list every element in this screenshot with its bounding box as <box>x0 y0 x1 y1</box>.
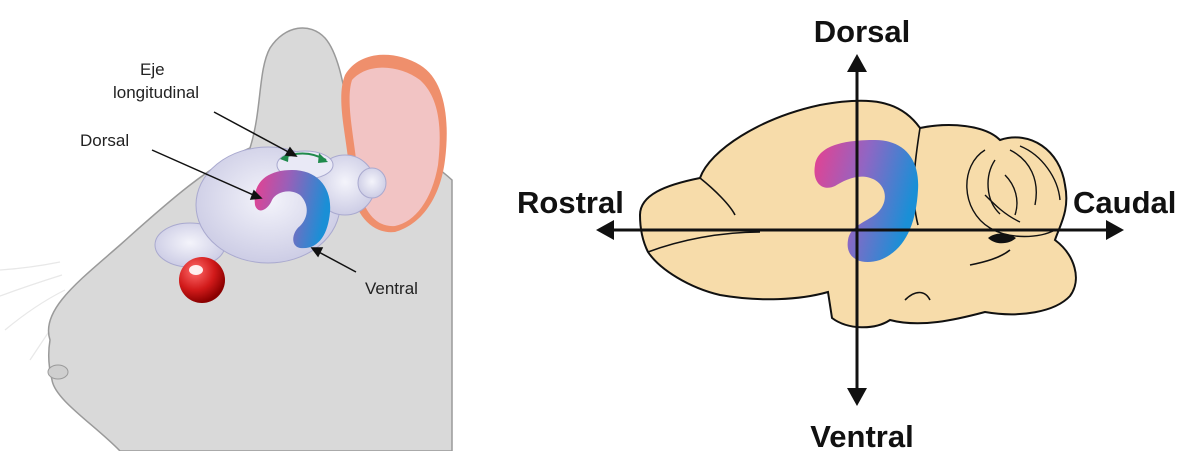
label-dorsal-left: Dorsal <box>80 131 129 150</box>
arrowhead-rostral <box>596 220 614 240</box>
label-axis-line1: Eje <box>140 60 165 79</box>
eye-highlight <box>189 265 203 275</box>
label-ventral-left: Ventral <box>365 279 418 298</box>
rat-head-svg: Eje longitudinal Dorsal Ventral <box>0 0 470 451</box>
nose <box>48 365 68 379</box>
label-axis-line2: longitudinal <box>113 83 199 102</box>
sagittal-brain-diagram: Dorsal Ventral Rostral Caudal <box>500 0 1180 451</box>
eye <box>179 257 225 303</box>
label-ventral-right: Ventral <box>810 419 913 451</box>
arrowhead-caudal <box>1106 220 1124 240</box>
arrowhead-dorsal <box>847 54 867 72</box>
sagittal-brain-svg: Dorsal Ventral Rostral Caudal <box>500 0 1180 451</box>
rat-head-illustration: Eje longitudinal Dorsal Ventral <box>0 0 470 451</box>
label-dorsal-right: Dorsal <box>814 14 910 49</box>
arrowhead-ventral <box>847 388 867 406</box>
label-caudal: Caudal <box>1073 185 1176 220</box>
label-rostral: Rostral <box>517 185 624 220</box>
